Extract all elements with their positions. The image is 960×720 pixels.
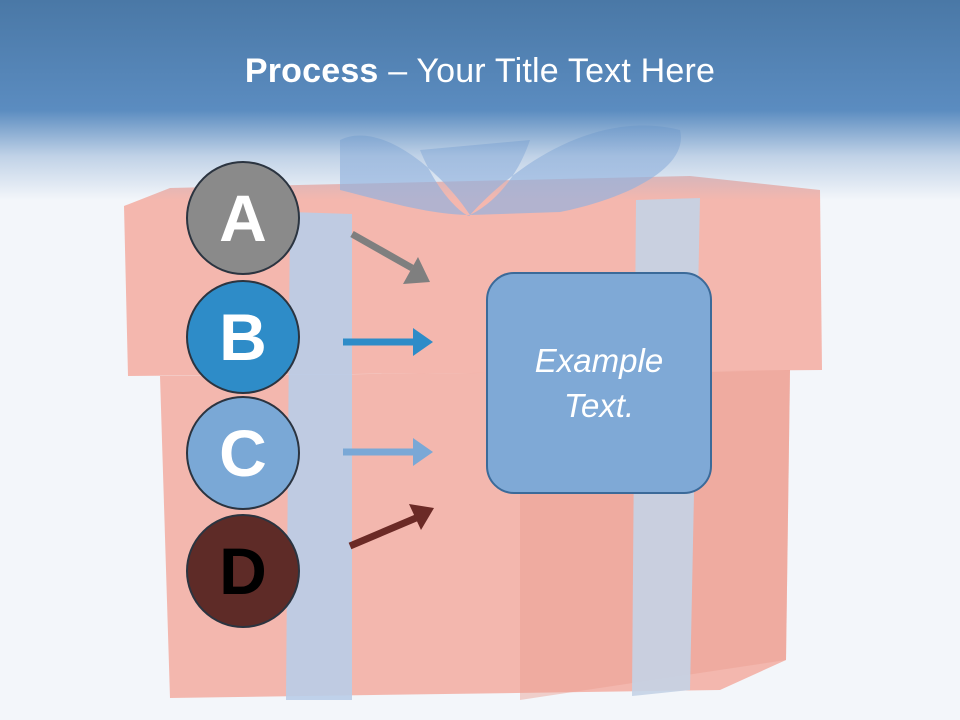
slide-title-bold: Process: [244, 52, 379, 90]
slide-title: Process – Your Title Text Here: [0, 52, 960, 91]
header-band: [0, 0, 960, 200]
arrow-c: [343, 438, 433, 466]
slide-title-rest: – Your Title Text Here: [378, 52, 716, 90]
step-circle-b: B: [186, 280, 300, 394]
step-circle-c: C: [186, 396, 300, 510]
step-circle-d: D: [186, 514, 300, 628]
step-circle-a: A: [186, 161, 300, 275]
example-text: Example Text.: [534, 342, 664, 424]
arrow-b: [343, 328, 433, 356]
ribbon-left: [286, 212, 352, 700]
example-text-box: Example Text.: [486, 272, 712, 494]
arrow-a: [350, 230, 430, 284]
arrow-d: [348, 504, 434, 550]
